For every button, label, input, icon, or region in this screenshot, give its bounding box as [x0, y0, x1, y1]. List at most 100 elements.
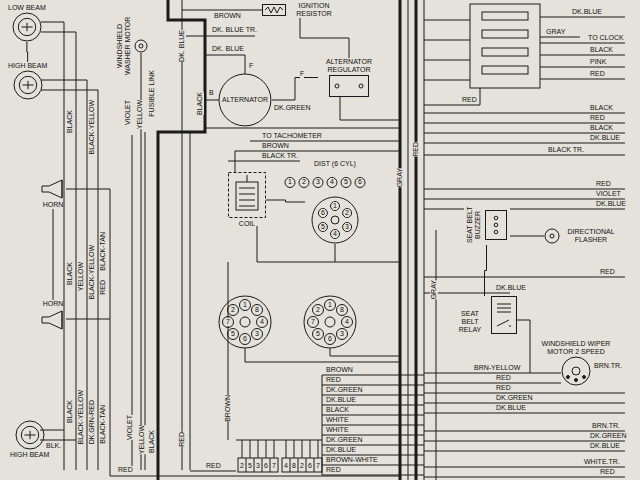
- terminal-number: 2: [302, 178, 306, 186]
- terminal-number: 6: [358, 178, 362, 186]
- circle-symbol: [219, 74, 271, 126]
- terminal-number: F: [249, 62, 253, 70]
- wire-color-label: DK.BLUE: [590, 442, 620, 450]
- relay-body: [492, 297, 517, 334]
- terminal-number: 4: [330, 178, 334, 186]
- horn-symbol: [42, 311, 62, 329]
- seat-belt-relay-outline: [491, 296, 517, 334]
- terminal-number: 3: [255, 330, 259, 338]
- lamp-rim: [16, 421, 44, 449]
- terminal-number: 2: [231, 306, 235, 314]
- fuse: [482, 66, 528, 74]
- ignition-coil-outline: [228, 172, 266, 218]
- cap-tower: [342, 317, 353, 328]
- terminal-ring: [355, 178, 365, 188]
- cap-tower: [228, 329, 239, 340]
- terminal-number: 3: [345, 223, 349, 231]
- wire-color-label: DK.GRN-RED: [88, 400, 96, 444]
- wire-color-label: BLACK: [148, 430, 156, 453]
- lamp-filament: [21, 23, 32, 31]
- component-label: COIL: [239, 220, 255, 228]
- callout-label: TO TACHOMETER: [262, 132, 322, 140]
- terminal-number: 6: [264, 462, 268, 470]
- terminal-number: F: [300, 70, 304, 78]
- lamp-reflector: [18, 18, 35, 35]
- wire-color-label: BLACK-YELLOW: [88, 100, 96, 154]
- wire-connector: [26, 42, 28, 62]
- pin-dot: [494, 230, 498, 234]
- component-label: HIGH BEAM: [10, 451, 49, 459]
- center-wire-bundle: [132, 0, 400, 475]
- cap-hub: [331, 216, 339, 224]
- motor-symbol: [135, 40, 147, 52]
- component-label: HORN: [43, 201, 64, 209]
- fuse-block: [470, 4, 540, 88]
- relay-symbol: [492, 297, 517, 334]
- cap-tower: [337, 329, 348, 340]
- callout-label: BLK.: [46, 442, 61, 450]
- terminal-number: 4: [345, 318, 349, 326]
- coil-outline: [229, 173, 266, 218]
- wire-color-label: PINK: [590, 58, 606, 66]
- component-label: HIGH BEAM: [8, 62, 47, 70]
- wire-color-label: BRN.TR.: [592, 422, 620, 430]
- ignition-coil: COIL: [228, 172, 266, 228]
- wiper-shaft: [572, 367, 580, 375]
- terminal-ring: [313, 178, 323, 188]
- wire-color-label: BLACK: [196, 92, 204, 115]
- wire-color-label: VIOLET: [124, 100, 132, 125]
- terminal-number: 6: [308, 462, 312, 470]
- bulkhead-connectors: [238, 458, 322, 472]
- cap-tower: [313, 329, 324, 340]
- buzzer-body: [486, 211, 507, 240]
- terminal-ring: [327, 178, 337, 188]
- wire-color-label: RED: [600, 268, 615, 276]
- terminal-number: 8: [255, 306, 259, 314]
- headlamp: LOW BEAM: [8, 4, 46, 42]
- left-wire-bundle: [40, 22, 400, 476]
- terminal-number: 3: [316, 178, 320, 186]
- terminal-dot: [359, 84, 363, 88]
- lamp-rim: [13, 13, 41, 41]
- lower-harness-wires: [322, 375, 424, 475]
- wire-color-label: BROWN: [214, 12, 241, 20]
- terminal-number: 7: [226, 318, 230, 326]
- wire-color-label: BLACK-TAN: [99, 405, 107, 444]
- terminal-number: 1: [243, 301, 247, 309]
- wire-color-label: DK. BLUE: [212, 45, 244, 53]
- wire-color-label: VIOLET: [596, 190, 621, 198]
- connector-body: [282, 458, 322, 472]
- horn-outline: [40, 309, 66, 331]
- cap-tower: [313, 305, 324, 316]
- wire-color-label: YELLOW: [77, 262, 85, 291]
- wire-color-label: DK.BLUE: [590, 134, 620, 142]
- wire-connector: [272, 78, 318, 101]
- pin-dot: [494, 223, 498, 227]
- horn-outline: [40, 178, 66, 200]
- connector-pin-wires: [242, 440, 318, 458]
- heavy-feed-wire: [158, 0, 416, 480]
- flasher-outline: [544, 228, 560, 244]
- wire-color-label: RED: [496, 374, 511, 382]
- cap-tower: [252, 305, 263, 316]
- wire-color-label: RED: [118, 466, 133, 474]
- cap-tower: [343, 223, 352, 232]
- cap-tower: [257, 317, 268, 328]
- wire-connector: [485, 245, 487, 296]
- wire-color-label: DK. BLUE TR.: [212, 26, 257, 34]
- ignition-resistor-outline: [262, 4, 286, 16]
- wiper-motor-body: [562, 357, 590, 385]
- washer-motor-outline: [134, 39, 148, 53]
- terminal-number: 1: [288, 178, 292, 186]
- wire-color-label: BLACK-YELLOW: [77, 390, 85, 444]
- wire-color-label: RED: [206, 462, 221, 470]
- wire-color-label: DK.GREEN: [326, 436, 363, 444]
- resistor-zigzag: [265, 7, 283, 13]
- lamp-filament: [24, 431, 35, 439]
- wiper-motor-outline: [561, 356, 591, 386]
- fuse-block-housing: [470, 4, 540, 88]
- terminal-number: 5: [321, 223, 325, 231]
- terminal-ring: [341, 178, 351, 188]
- wire-color-label: BROWN-WHITE: [326, 456, 378, 464]
